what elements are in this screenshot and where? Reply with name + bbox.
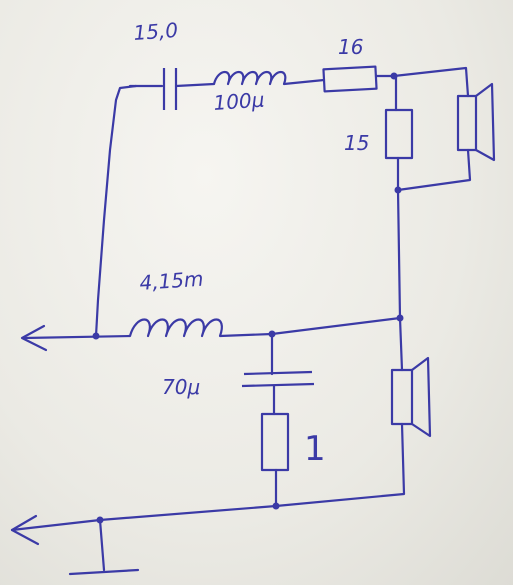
arrow-input-bottom xyxy=(10,514,40,546)
ground-symbol xyxy=(68,568,140,576)
wire-woofer-bottom xyxy=(274,422,406,508)
label-r-series: 16 xyxy=(338,35,363,59)
wire-right-vertical xyxy=(396,188,402,320)
wire-l2-junction xyxy=(218,332,274,338)
label-l2: 4,15m xyxy=(139,267,205,295)
node-left-input xyxy=(92,332,100,340)
capacitor-c2 xyxy=(241,370,315,388)
wire-input-top xyxy=(22,334,132,340)
node-top-right xyxy=(390,72,398,80)
resistor-r16 xyxy=(322,65,378,93)
label-c2: 70μ xyxy=(162,375,200,399)
resistor-r15 xyxy=(384,108,414,160)
label-r-parallel: 15 xyxy=(344,131,369,155)
wire-c1-l1 xyxy=(174,82,216,88)
label-l1: 100μ xyxy=(213,87,265,114)
resistor-r1 xyxy=(260,412,290,472)
wire-left-vertical xyxy=(94,84,138,338)
wire-input-bottom xyxy=(10,504,278,532)
inductor-l2 xyxy=(128,318,223,338)
wire-l1-r16 xyxy=(282,78,326,86)
label-r-shunt: 1 xyxy=(304,429,326,469)
capacitor-c1 xyxy=(162,68,178,110)
speaker-tweeter-icon xyxy=(456,82,496,162)
arrow-input-top xyxy=(20,324,48,352)
wire-tweeter-bottom xyxy=(396,148,472,192)
label-c1: 15,0 xyxy=(133,18,179,45)
wire-woofer-top xyxy=(398,316,404,372)
wire-junction-right xyxy=(270,316,402,336)
speaker-woofer-icon xyxy=(390,356,432,438)
wire-top-right xyxy=(392,66,470,98)
inductor-l1 xyxy=(212,70,287,86)
wire-ground-stem xyxy=(98,518,106,572)
